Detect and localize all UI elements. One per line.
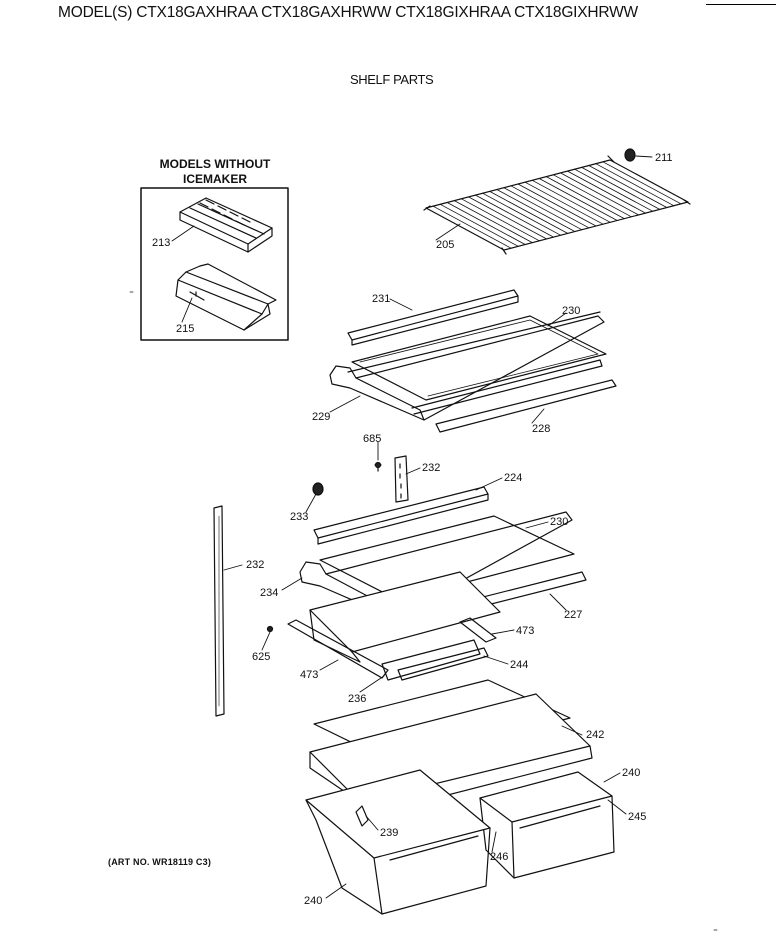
section-title: SHELF PARTS: [350, 72, 434, 87]
callout-228: 228: [532, 423, 550, 435]
shelf-trim-228: [411, 359, 617, 433]
callout-234: 234: [260, 587, 278, 599]
callout-227: 227: [564, 609, 582, 621]
callout-230-middle: 230: [550, 516, 568, 528]
shelf-ladder-232-short: [394, 455, 409, 503]
pan-rail-244: [397, 647, 489, 681]
callout-labels: 211 205 213 215 231 230 229 228 685 232 …: [152, 152, 673, 907]
callout-473-right: 473: [516, 625, 534, 637]
inset-title: MODELS WITHOUT ICEMAKER: [150, 157, 280, 187]
shelf-frame-231: [347, 289, 519, 346]
clip-233: [312, 482, 324, 496]
callout-205: 205: [436, 239, 454, 251]
callout-211: 211: [655, 152, 673, 164]
glass-shelf-230-upper: [351, 315, 607, 401]
art-number: (ART NO. WR18119 C3): [108, 857, 212, 867]
pan-drawer: [309, 571, 501, 663]
callout-239: 239: [380, 827, 398, 839]
bin-215: [175, 263, 277, 331]
callout-245: 245: [628, 811, 646, 823]
crisper-drawer-240-left: [305, 769, 491, 915]
callout-233: 233: [290, 511, 308, 523]
clip-211: [624, 148, 636, 162]
callout-232-long: 232: [246, 559, 264, 571]
scan-marks: [129, 291, 718, 931]
callout-246: 246: [490, 851, 508, 863]
callout-473-left: 473: [300, 669, 318, 681]
inset-box: [140, 187, 289, 341]
ice-tray-213: [179, 197, 273, 253]
callout-240-right: 240: [622, 767, 640, 779]
shelf-bracket-229: [329, 311, 605, 421]
slide-rail-473-right: [459, 617, 497, 643]
callout-215: 215: [176, 323, 194, 335]
glass-shelf-230-middle: [319, 515, 575, 601]
inset-title-line1: MODELS WITHOUT: [159, 157, 271, 171]
header-rule: [706, 4, 776, 5]
callout-232-short: 232: [422, 462, 440, 474]
callout-213: 213: [152, 237, 170, 249]
model-numbers-header: MODEL(S) CTX18GAXHRAA CTX18GAXHRWW CTX18…: [58, 4, 638, 21]
shelf-frame-224: [313, 486, 489, 545]
callout-244: 244: [510, 659, 528, 671]
callout-240-left: 240: [304, 895, 322, 907]
slide-rail-473-left: [287, 619, 389, 679]
screw-625: [266, 625, 274, 633]
callout-242: 242: [586, 729, 604, 741]
drawer-divider-239: [355, 805, 369, 827]
callout-685: 685: [363, 433, 381, 445]
callout-229: 229: [312, 411, 330, 423]
callout-625: 625: [252, 651, 270, 663]
callout-230-upper: 230: [562, 305, 580, 317]
crisper-drawer-240-right: [479, 771, 615, 879]
callout-236: 236: [348, 693, 366, 705]
callout-224: 224: [504, 472, 522, 484]
leader-lines: [171, 155, 653, 899]
inset-title-line2: ICEMAKER: [182, 172, 247, 186]
shelf-ladder-232-long: [213, 505, 225, 717]
pan-frame-236: [381, 639, 481, 681]
callout-231: 231: [372, 293, 390, 305]
wire-shelf-205: [423, 155, 691, 255]
screw-685: [374, 461, 382, 472]
